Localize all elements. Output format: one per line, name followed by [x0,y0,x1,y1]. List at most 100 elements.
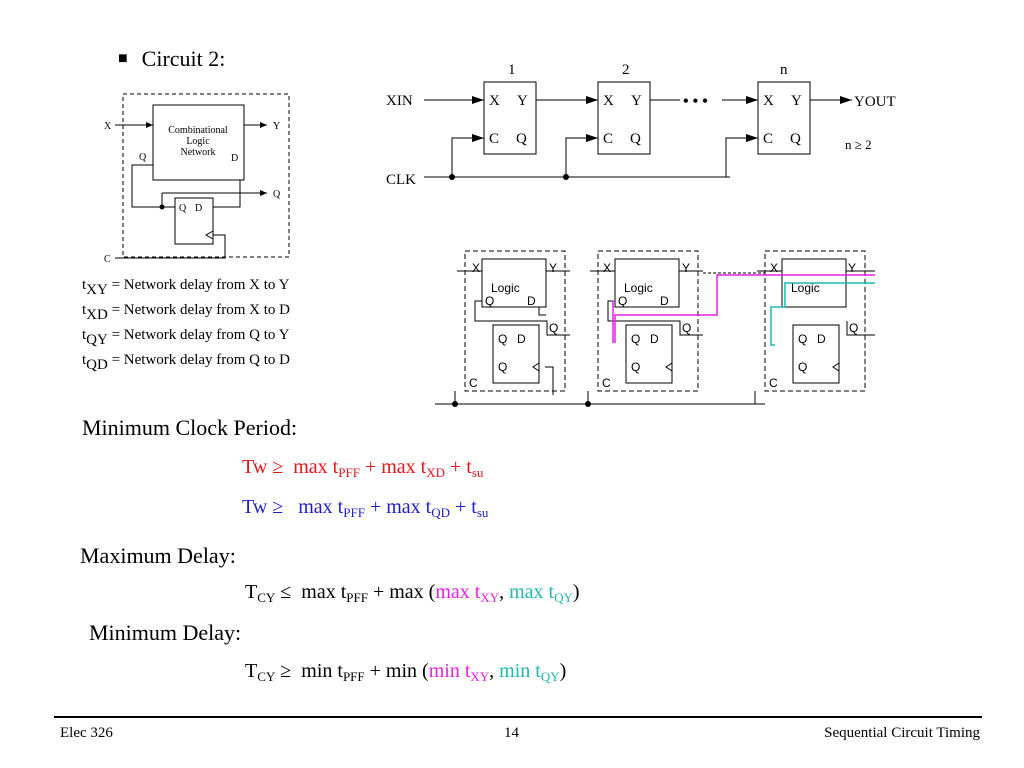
c-label: C [104,254,111,263]
ff-q-label: Q [179,203,187,214]
title-text: Circuit 2: [141,46,226,71]
svg-text:Q: Q [618,294,627,308]
xin-label: XIN [386,93,413,109]
arrow-icon [586,96,598,104]
box-title-line1: Combinational [168,125,228,136]
slide-title: ■ Circuit 2: [118,46,225,72]
equation-max-delay: TCY ≤ max tPFF + max (max tXY, max tQY) [245,581,580,605]
svg-text:D: D [527,294,536,308]
svg-text:Logic: Logic [624,281,653,295]
svg-text:Q: Q [498,360,507,374]
ff-d-label: D [195,203,202,214]
svg-text:C: C [602,376,611,390]
footer-page-number: 14 [504,725,519,741]
svg-text:Y: Y [517,93,528,109]
svg-text:Q: Q [849,321,858,335]
svg-text:Y: Y [549,261,557,275]
equation-clock-period-qd: Tw ≥ max tPFF + max tQD + tsu [242,496,489,520]
q-out-label: Q [273,189,281,200]
svg-text:C: C [489,131,499,147]
svg-text:Q: Q [630,131,641,147]
svg-text:C: C [603,131,613,147]
svg-text:Q: Q [516,131,527,147]
svg-text:X: X [770,261,778,275]
arrow-icon [472,134,484,142]
x-label: X [104,121,112,132]
clk-label: CLK [386,172,416,188]
left-circuit-diagram: Combinational Logic Network X Y Q D Q Q … [104,93,290,263]
svg-text:Y: Y [791,93,802,109]
svg-text:D: D [660,294,669,308]
svg-text:Q: Q [549,321,558,335]
equation-clock-period-xd: Tw ≥ max tPFF + max tXD + tsu [242,456,484,480]
svg-text:Y: Y [682,261,690,275]
d-out-label: D [231,153,238,164]
svg-text:X: X [489,93,500,109]
svg-text:Logic: Logic [491,281,520,295]
stage-label-n: n [780,62,788,78]
arrow-icon [472,96,484,104]
arrow-icon [586,134,598,142]
section-min-clock-period: Minimum Clock Period: [82,415,298,440]
definition-qy: tQY = Network delay from Q to Y [82,327,290,348]
definition-xy: tXY = Network delay from X to Y [82,277,290,298]
flip-flop-box [174,197,214,245]
footer-topic: Sequential Circuit Timing [824,725,980,741]
detail-stage-n: X Y Logic Q D Q C Q [757,250,875,392]
definition-xd: tXD = Network delay from X to D [82,302,291,323]
svg-text:Q: Q [682,321,691,335]
module-boundary [122,93,290,258]
section-min-delay: Minimum Delay: [89,620,242,645]
equation-min-delay: TCY ≥ min tPFF + min (min tXY, min tQY) [245,660,567,684]
section-max-delay: Maximum Delay: [80,543,236,568]
combinational-logic-box [152,104,245,181]
chain-cell-1: X Y C Q [483,81,537,155]
svg-text:Q: Q [498,332,507,346]
svg-text:Logic: Logic [791,281,820,295]
svg-text:Q: Q [631,332,640,346]
footer-divider [54,716,982,718]
svg-text:Y: Y [631,93,642,109]
svg-text:D: D [517,332,526,346]
cyan-path [770,282,875,346]
stage-label-1: 1 [508,62,516,78]
svg-text:Q: Q [485,294,494,308]
svg-text:D: D [817,332,826,346]
arrow-icon [840,96,852,104]
svg-text:X: X [603,93,614,109]
svg-text:Q: Q [790,131,801,147]
arrow-icon [146,122,153,128]
footer-course: Elec 326 [60,725,113,741]
chain-cell-2: X Y C Q [597,81,651,155]
magenta-path [614,274,875,343]
arrow-icon [260,190,267,196]
detail-stage-2: X Y Logic Q D Q D Q C Q [590,250,703,392]
svg-text:Q: Q [798,360,807,374]
continuation-dots: • • • [683,93,708,110]
y-label: Y [273,121,280,132]
svg-text:D: D [650,332,659,346]
q-in-label: Q [139,152,147,163]
svg-text:X: X [763,93,774,109]
box-title-line2: Logic [186,136,210,147]
arrow-icon [260,122,267,128]
svg-text:X: X [472,261,480,275]
stage-label-2: 2 [622,62,630,78]
cascaded-chain-diagram: XIN CLK YOUT n ≥ 2 1 2 n X Y C Q X Y C Q… [386,62,896,188]
detailed-timing-paths-diagram: X Y Logic Q D Q D Q C Q X Y Logic Q D Q … [435,250,875,407]
svg-text:X: X [603,261,611,275]
svg-text:Q: Q [631,360,640,374]
box-title-line3: Network [181,147,216,158]
n-condition: n ≥ 2 [845,137,872,152]
svg-text:C: C [769,376,778,390]
bullet-icon: ■ [118,50,128,67]
svg-text:C: C [763,131,773,147]
yout-label: YOUT [854,94,896,110]
arrow-icon [746,96,758,104]
svg-text:Q: Q [798,332,807,346]
chain-cell-n: X Y C Q [757,81,811,155]
arrow-icon [746,134,758,142]
svg-text:C: C [469,376,478,390]
detail-stage-1: X Y Logic Q D Q D Q C Q [454,250,570,405]
svg-text:Y: Y [848,261,856,275]
